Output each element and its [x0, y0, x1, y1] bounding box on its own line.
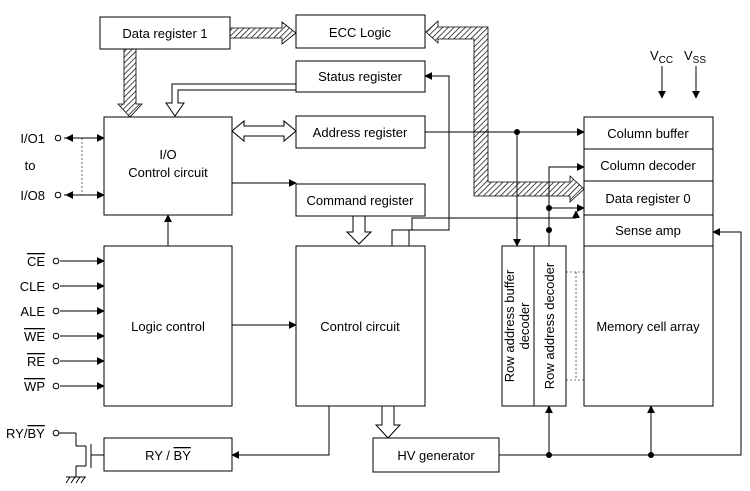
pin-label-wp: WP [24, 379, 45, 394]
data-register-0-label: Data register 0 [605, 191, 690, 206]
line-cr-to-status [408, 72, 450, 246]
pin-label-to: to [25, 158, 36, 173]
pin-label-re: RE [27, 354, 45, 369]
control-pin-lines [60, 257, 105, 390]
io-control-label-line1: I/O [159, 147, 176, 162]
status-register-label: Status register [318, 69, 402, 84]
pin-label-ce: CE [27, 254, 45, 269]
line-to-column-decoder [548, 163, 585, 246]
io-control-circuit-block [103, 116, 233, 216]
row-address-decoder-label: Row address decoder [542, 262, 557, 389]
memory-cell-array-label: Memory cell array [596, 319, 700, 334]
column-buffer-block [583, 116, 714, 150]
control-circuit-label: Control circuit [320, 319, 400, 334]
ecc-logic-block [295, 14, 426, 49]
memory-cell-array-block [583, 245, 714, 407]
row-address-buffer-decoder-block [501, 245, 535, 407]
sense-amp-label: Sense amp [615, 223, 681, 238]
line-control-to-sense [391, 210, 580, 246]
row-address-decoder-block [533, 245, 567, 407]
command-register-label: Command register [307, 193, 415, 208]
arrow-status-to-io [165, 83, 297, 117]
ryby-output-transistor [59, 432, 104, 484]
ryby-block [103, 437, 233, 472]
control-circuit-block [295, 245, 426, 407]
junction-dot [648, 452, 654, 458]
data-register-0-block [583, 180, 714, 216]
address-register-label: Address register [313, 125, 408, 140]
column-decoder-block [583, 148, 714, 182]
pin-label-cle: CLE [20, 279, 46, 294]
io-control-label-line2: Control circuit [128, 165, 208, 180]
word-lines [566, 271, 584, 381]
pin-label-we: WE [24, 329, 45, 344]
junction-dot [546, 205, 552, 211]
junction-dot [546, 452, 552, 458]
bus-io-address-bidirectional [231, 119, 297, 143]
vcc-label: VCC [650, 48, 673, 66]
command-register-block [295, 183, 426, 217]
ryby-block-label: RY / BY [145, 448, 191, 463]
column-buffer-label: Column buffer [607, 126, 689, 141]
bus-ecc-to-datareg0 [425, 20, 585, 203]
vss-label: VSS [684, 48, 706, 66]
data-register-1-label: Data register 1 [122, 26, 207, 41]
pin-label-ryby: RY/BY [6, 426, 45, 441]
data-register-1-block [99, 16, 231, 50]
column-decoder-label: Column decoder [600, 158, 696, 173]
row-address-buffer-label-line2: decoder [517, 302, 532, 350]
logic-control-block [103, 245, 233, 407]
row-address-buffer-label: Row address buffer [502, 269, 517, 382]
arrow-command-to-control [345, 215, 373, 245]
line-control-to-ryby [231, 406, 330, 459]
pin-label-io1: I/O1 [20, 131, 45, 146]
line-hv-to-array [499, 228, 742, 456]
arrow-control-to-hv [374, 405, 402, 439]
pin-label-io8: I/O8 [20, 188, 45, 203]
status-register-block [295, 60, 426, 93]
bus-datareg1-to-ecc [229, 21, 297, 45]
pin-label-ale: ALE [20, 304, 45, 319]
junction-dot [514, 129, 520, 135]
hv-generator-block [372, 437, 500, 473]
io-pin-lines [64, 134, 105, 199]
address-register-block [295, 115, 426, 149]
pin-terminals [52, 134, 62, 437]
logic-control-label: Logic control [131, 319, 205, 334]
hv-generator-label: HV generator [397, 448, 475, 463]
bus-datareg1-to-io [117, 48, 143, 118]
junction-dot [546, 227, 552, 233]
ecc-logic-label: ECC Logic [329, 25, 392, 40]
